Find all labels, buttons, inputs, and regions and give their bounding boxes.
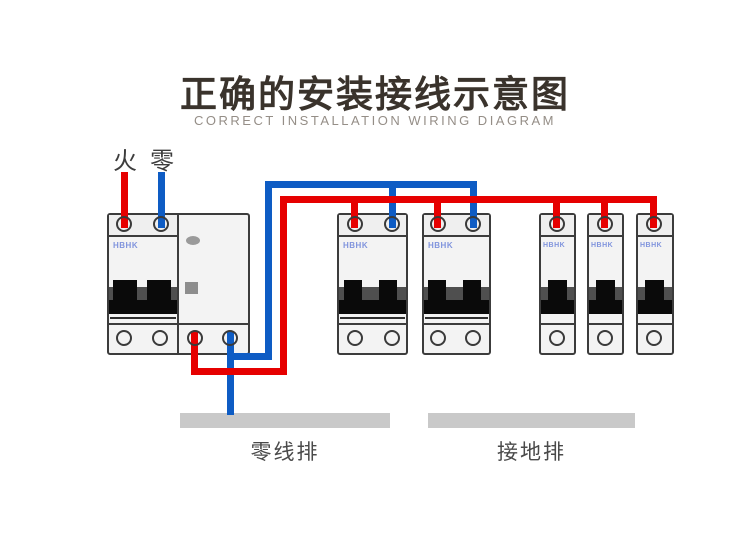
brand-label: HBHK [343,241,369,250]
live-wire-label: 火 [113,148,137,175]
terminal [152,330,168,346]
terminal [153,216,169,232]
neutral-bar [180,413,390,428]
branch-breaker-2: HBHK [422,213,491,355]
neutral-branch-wire [227,353,272,360]
terminal [222,330,238,346]
test-button [186,236,200,245]
brand-label: HBHK [640,242,663,249]
breaker-toggle [147,280,171,300]
brand-label: HBHK [591,242,614,249]
terminal-strip-line [638,323,672,325]
single-pole-breaker-2: HBHK [587,213,624,355]
live-drop-wire [553,196,560,228]
breaker-toggle [548,280,567,300]
breaker-toggle [344,280,362,300]
breaker-toggle [379,280,397,300]
neutral-bus-wire [265,181,477,188]
live-drop-wire [351,196,358,228]
neutral-drop-wire [389,181,396,228]
terminal [549,216,565,232]
terminal [347,216,363,232]
terminal [465,330,481,346]
main-rcbo-breaker: HBHK [107,213,250,355]
live-drop-wire [434,196,441,228]
live-bottom-wire [191,368,287,375]
toggle-bar [638,300,672,314]
terminal-strip-line [589,323,622,325]
toggle-bar [541,300,574,314]
terminal [646,216,662,232]
single-pole-breaker-1: HBHK [539,213,576,355]
live-riser-wire [280,196,287,375]
neutral-wire-label: 零 [150,148,174,175]
breaker-toggle [596,280,615,300]
neutral-bar-label: 零线排 [250,441,320,464]
terminal [430,216,446,232]
breaker-toggle [645,280,664,300]
terminal-strip-line [541,323,574,325]
terminal-strip-line [109,323,248,325]
page-title: 正确的安装接线示意图 [180,74,570,115]
terminal [347,330,363,346]
terminal [549,330,565,346]
live-output-wire [191,332,198,375]
terminal [384,216,400,232]
live-drop-wire [601,196,608,228]
terminal [430,330,446,346]
breaker-toggle [428,280,446,300]
branch-breaker-1: HBHK [337,213,408,355]
terminal-strip-line [424,323,489,325]
terminal [646,330,662,346]
terminal [116,330,132,346]
toggle-bar [339,300,406,314]
brand-label: HBHK [428,241,454,250]
ground-bar [428,413,635,428]
terminal [597,330,613,346]
housing-line [425,317,488,319]
terminal [597,216,613,232]
terminal [465,216,481,232]
toggle-bar [424,300,489,314]
toggle-bar [589,300,622,314]
neutral-riser-wire [265,181,272,360]
page-subtitle: CORRECT INSTALLATION WIRING DIAGRAM [194,113,556,128]
terminal [187,330,203,346]
module-divider [177,215,179,353]
indicator-window [185,282,198,294]
housing-line [110,317,176,319]
neutral-input-wire [158,172,165,228]
breaker-toggle [113,280,137,300]
live-input-wire [121,172,128,228]
breaker-toggle [463,280,481,300]
toggle-bar [109,300,177,314]
neutral-drop-wire [470,181,477,228]
single-pole-breaker-3: HBHK [636,213,674,355]
brand-label: HBHK [113,241,139,250]
brand-label: HBHK [543,242,566,249]
terminal-strip-line [339,323,406,325]
terminal [116,216,132,232]
housing-line [340,317,405,319]
live-drop-wire [650,196,657,228]
terminal [384,330,400,346]
ground-bar-label: 接地排 [497,441,566,464]
live-bus-wire [280,196,657,203]
